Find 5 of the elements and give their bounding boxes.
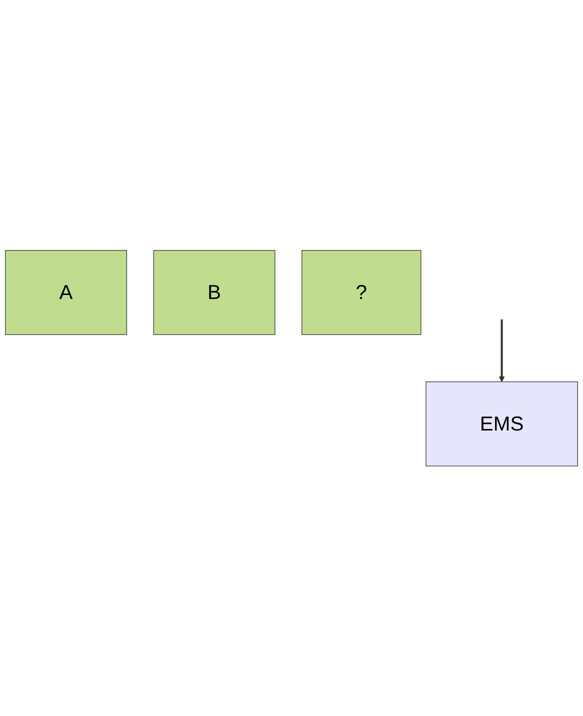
arrow	[498, 319, 505, 382]
process-box: A	[5, 250, 128, 335]
process-box: ?	[302, 250, 422, 335]
process-box: B	[153, 250, 276, 335]
process-box: EMS	[426, 381, 578, 466]
